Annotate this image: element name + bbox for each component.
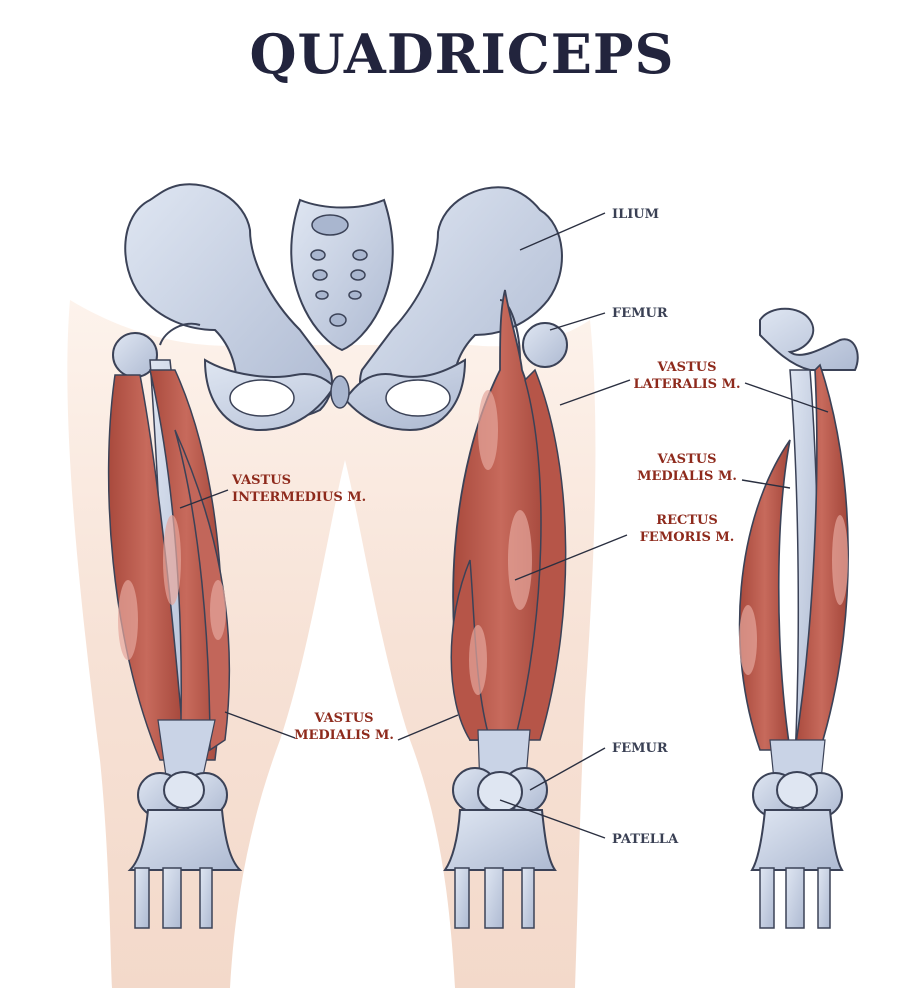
label-vastus-medialis-center-line2: MEDIALIS M. xyxy=(294,728,394,743)
label-vastus-intermedius-line1: VASTUS xyxy=(232,473,291,488)
label-ilium: ILIUM xyxy=(612,207,660,222)
center-leg xyxy=(443,289,568,929)
label-vastus-intermedius: VASTUS INTERMEDIUS M. xyxy=(232,472,366,506)
left-leg xyxy=(107,322,243,929)
label-vastus-medialis-right: VASTUS MEDIALIS M. xyxy=(628,451,746,485)
obturator-foramina xyxy=(229,379,451,417)
label-vastus-medialis-right-line2: MEDIALIS M. xyxy=(637,469,737,484)
label-vastus-medialis-right-line1: VASTUS xyxy=(657,452,717,467)
label-vastus-lateralis-line2: LATERALIS M. xyxy=(633,377,741,392)
label-patella: PATELLA xyxy=(612,832,679,847)
label-vastus-medialis-center: VASTUS MEDIALIS M. xyxy=(282,710,406,744)
diagram-title: QUADRICEPS xyxy=(249,22,675,86)
pelvis xyxy=(124,183,563,432)
label-vastus-intermedius-line2: INTERMEDIUS M. xyxy=(232,490,367,505)
leader-lines xyxy=(179,212,829,839)
label-vastus-lateralis: VASTUS LATERALIS M. xyxy=(628,359,746,393)
right-leg xyxy=(738,307,859,929)
label-rectus-femoris-line1: RECTUS xyxy=(656,513,718,528)
label-femur-top: FEMUR xyxy=(612,306,668,321)
sacral-foramina xyxy=(310,214,368,409)
label-rectus-femoris-line2: FEMORIS M. xyxy=(639,530,735,545)
label-vastus-medialis-center-line1: VASTUS xyxy=(314,711,374,726)
label-vastus-lateralis-line1: VASTUS xyxy=(657,360,717,375)
label-femur-bottom: FEMUR xyxy=(612,741,668,756)
label-rectus-femoris: RECTUS FEMORIS M. xyxy=(628,512,746,546)
